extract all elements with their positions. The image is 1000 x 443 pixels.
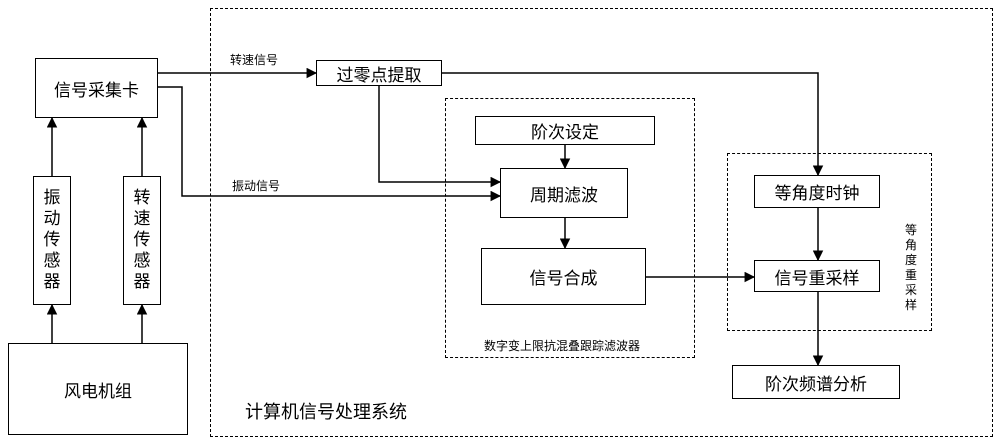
- vibration-signal-label: 振动信号: [232, 179, 281, 193]
- arrow-vibration-signal: [158, 86, 502, 202]
- equi-resampling-char: 度: [904, 253, 917, 267]
- signal-synthesis-label: 信号合成: [529, 269, 598, 289]
- vibration-sensor-char: 动: [43, 209, 61, 229]
- tracking-filter-group: [445, 98, 695, 358]
- equi-resampling-char: 角: [904, 238, 917, 252]
- speed-sensor-char: 传: [133, 230, 151, 250]
- vibration-sensor-char: 感: [43, 251, 61, 271]
- period-filter-label: 周期滤波: [530, 185, 598, 206]
- equi-resampling-char: 等: [904, 223, 917, 237]
- vibration-sensor-char: 器: [43, 272, 61, 292]
- resample-block: 信号重采样: [754, 260, 880, 292]
- equi-resampling-char: 采: [904, 283, 917, 297]
- order-spectrum-block: 阶次频谱分析: [732, 365, 900, 399]
- equi-resampling-group: [727, 153, 932, 331]
- speed-signal-label: 转速信号: [230, 53, 279, 67]
- equi-resampling-label: 等 角 度 重 采 样: [904, 223, 918, 313]
- wind-turbine-label: 风电机组: [64, 381, 132, 402]
- equi-resampling-char: 重: [904, 268, 917, 282]
- order-setting-label: 阶次设定: [531, 123, 599, 143]
- equi-resampling-char: 样: [904, 298, 917, 312]
- acquisition-card-block: 信号采集卡: [35, 58, 158, 118]
- vibration-sensor-block: 振 动 传 感 器: [33, 176, 71, 305]
- acquisition-card-label: 信号采集卡: [54, 80, 139, 101]
- speed-sensor-block: 转 速 传 感 器: [123, 176, 161, 305]
- equi-angle-clock-label: 等角度时钟: [774, 184, 860, 204]
- zero-crossing-label: 过零点提取: [336, 65, 422, 86]
- equi-angle-clock-block: 等角度时钟: [754, 175, 880, 208]
- computer-system-label: 计算机信号处理系统: [245, 402, 407, 423]
- vibration-sensor-char: 传: [43, 230, 61, 250]
- order-spectrum-label: 阶次频谱分析: [765, 374, 867, 395]
- speed-sensor-char: 速: [133, 209, 151, 229]
- resample-label: 信号重采样: [774, 268, 860, 289]
- wind-turbine-block: 风电机组: [8, 343, 188, 435]
- vibration-sensor-char: 振: [43, 188, 61, 208]
- tracking-filter-label: 数字变上限抗混叠跟踪滤波器: [484, 339, 641, 353]
- arrow-zero-to-clock: [442, 72, 824, 177]
- computer-system-group: [210, 8, 993, 437]
- arrow-zero-to-filter: [378, 86, 502, 188]
- signal-synthesis-block: 信号合成: [481, 248, 646, 305]
- zero-crossing-block: 过零点提取: [316, 60, 442, 86]
- speed-sensor-char: 转: [133, 188, 151, 208]
- period-filter-block: 周期滤波: [500, 168, 628, 218]
- speed-sensor-char: 器: [133, 272, 151, 292]
- speed-sensor-char: 感: [133, 251, 151, 271]
- order-setting-block: 阶次设定: [475, 116, 655, 145]
